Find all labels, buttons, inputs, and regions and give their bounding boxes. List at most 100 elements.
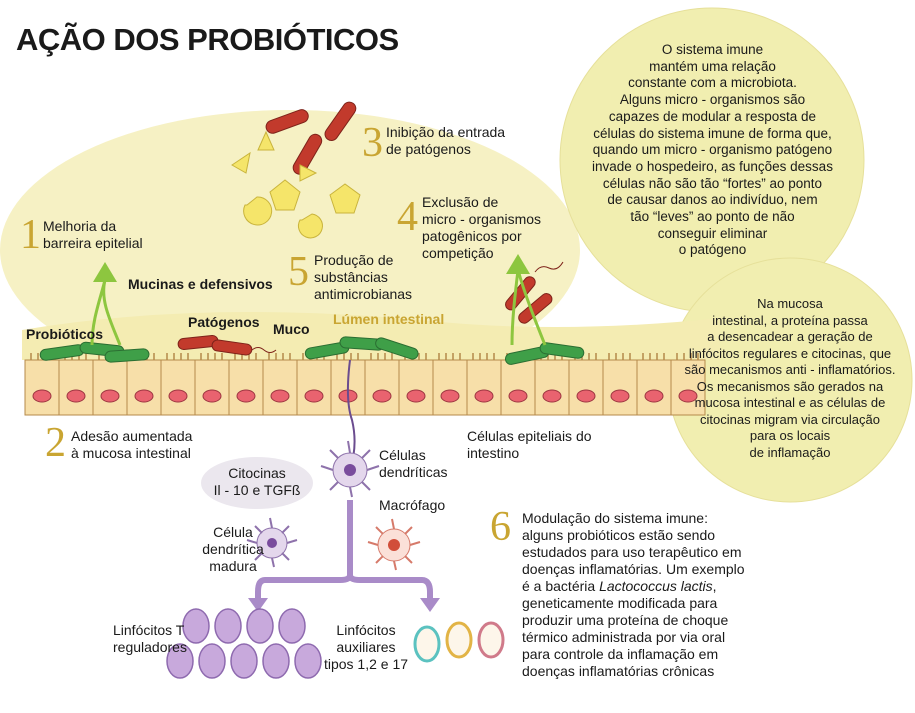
- cell-nucleus: [644, 389, 664, 403]
- epithelial-cell: [636, 359, 672, 416]
- label-mucins: Mucinas e defensivos: [128, 276, 273, 292]
- t-lymphocyte: [230, 643, 258, 679]
- cell-nucleus: [542, 389, 562, 403]
- cell-nucleus: [576, 389, 596, 403]
- step-text-1: Melhoria da barreira epitelial: [43, 218, 143, 251]
- epithelial-cell: [262, 359, 298, 416]
- pathogens-top: [265, 101, 357, 175]
- mature-dendritic-cell: [246, 517, 298, 568]
- pathogen-rod: [265, 109, 309, 134]
- cell-nucleus: [236, 389, 256, 403]
- probiotic-rod: [104, 348, 150, 363]
- label-epithelial-cells: Células epiteliais do intestino: [467, 428, 592, 461]
- epithelial-cell: [160, 359, 196, 416]
- t-lymphocyte: [246, 608, 274, 644]
- arrow-head: [248, 598, 268, 612]
- t-lymphocyte: [182, 608, 210, 644]
- cell-nucleus: [440, 389, 460, 403]
- step-text-2: Adesão aumentada à mucosa intestinal: [71, 428, 193, 461]
- label-macrophage: Macrófago: [379, 497, 446, 513]
- label-cytokines: Citocinas Il - 10 e TGFß: [213, 465, 301, 498]
- label-lumen: Lúmen intestinal: [333, 311, 445, 327]
- helper-lymphocyte: [445, 621, 473, 659]
- step-number-1: 1: [20, 212, 41, 258]
- cell-nucleus: [406, 389, 426, 403]
- t-lymphocyte: [166, 643, 194, 679]
- pathogen-rod: [211, 339, 253, 356]
- pathogen-rod: [518, 293, 553, 324]
- pathogen-flagellum: [251, 347, 277, 353]
- step-text-6: Modulação do sistema imune: alguns probi…: [522, 510, 745, 680]
- arrow-head: [420, 598, 440, 612]
- epithelial-cell: [534, 359, 570, 416]
- probiotic-rod: [375, 337, 419, 360]
- t-lymphocyte: [278, 608, 306, 644]
- step-number-3: 3: [362, 120, 383, 166]
- cell-nucleus: [100, 389, 120, 403]
- step-number-5: 5: [288, 249, 309, 295]
- step-number-6: 6: [490, 504, 511, 550]
- label-dendritic-cells: Células dendríticas: [379, 447, 448, 480]
- pathogen-rod: [292, 133, 323, 175]
- t-lymphocyte: [198, 643, 226, 679]
- step-text-6-b: , geneticamente modificada para produzir…: [522, 578, 729, 679]
- label-pathogens: Patógenos: [188, 314, 260, 330]
- cell-nucleus: [32, 389, 52, 403]
- step-number-2: 2: [45, 420, 66, 466]
- substance-shape: [243, 196, 273, 226]
- arrow-up-right: [516, 269, 547, 346]
- arrow-head: [506, 254, 530, 274]
- barrier-arrows: [90, 269, 547, 346]
- label-t-lymphocytes: Linfócitos T reguladores: [113, 622, 187, 655]
- t-lymphocyte: [294, 643, 322, 679]
- step-text-5: Produção de substâncias antimicrobianas: [314, 252, 413, 302]
- substance-shape: [297, 213, 323, 239]
- epithelial-cell: [126, 359, 162, 416]
- cell-nucleus: [134, 389, 154, 403]
- epithelial-cell: [432, 359, 468, 416]
- cell-nucleus: [270, 389, 290, 403]
- pathogen-rod: [324, 101, 357, 141]
- probiotics-group: [39, 336, 585, 365]
- step-text-6-species: Lactococcus lactis: [599, 578, 713, 594]
- arrow-head: [93, 262, 117, 282]
- arrow-up-left: [102, 279, 122, 346]
- t-lymphocytes-group: [166, 608, 322, 679]
- substance-shape: [269, 179, 301, 211]
- epithelial-cell: [364, 359, 400, 416]
- epithelial-cell: [602, 359, 638, 416]
- cell-nucleus: [508, 389, 528, 403]
- arrow-up-right: [510, 269, 520, 346]
- helper-lymphocyte: [413, 625, 441, 663]
- epithelial-cell: [466, 359, 502, 416]
- dendritic-cell: [320, 440, 380, 498]
- pathogen-flagellum: [534, 261, 564, 273]
- circle-text-immune: O sistema imune mantém uma relação const…: [592, 42, 833, 258]
- epithelial-cell: [92, 359, 128, 416]
- substance-shape: [299, 164, 318, 182]
- helper-lymphocyte: [477, 621, 505, 659]
- cell-nucleus: [372, 389, 392, 403]
- epithelial-cell: [500, 359, 536, 416]
- cell-nucleus: [474, 389, 494, 403]
- step-number-4: 4: [397, 194, 418, 240]
- epithelial-cell: [24, 359, 60, 416]
- label-mucus: Muco: [273, 321, 310, 337]
- epithelial-cell: [58, 359, 94, 416]
- step-text-3: Inibição da entrada de patógenos: [386, 124, 506, 157]
- substance-shape: [257, 130, 275, 151]
- epithelial-cell: [296, 359, 332, 416]
- branch-arrow: [347, 574, 433, 600]
- helper-lymphocytes-group: [413, 621, 505, 663]
- cell-nucleus: [168, 389, 188, 403]
- t-lymphocyte: [262, 643, 290, 679]
- cell-nucleus: [304, 389, 324, 403]
- t-lymphocyte: [214, 608, 242, 644]
- epithelial-cell: [670, 359, 706, 416]
- circle-text-mucosa: Na mucosa intestinal, a proteína passa a…: [684, 296, 896, 460]
- cell-nucleus: [66, 389, 86, 403]
- pathogens-mucus: [177, 261, 564, 356]
- substance-shape: [231, 151, 251, 174]
